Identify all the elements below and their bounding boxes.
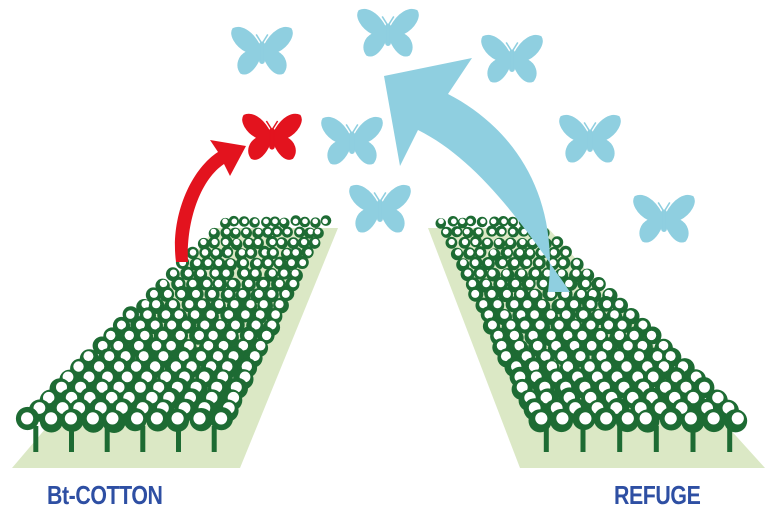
susceptible-butterfly-icon xyxy=(322,117,383,164)
susceptible-butterfly-icon xyxy=(560,115,621,162)
susceptible-butterfly-icon xyxy=(350,185,411,232)
susceptible-butterfly-icon xyxy=(232,27,293,74)
susceptible-butterfly-icon xyxy=(358,9,419,56)
susceptible-butterfly-icon xyxy=(482,35,543,82)
susceptible-butterfly-icon xyxy=(634,195,695,242)
resistant-butterfly-icon xyxy=(243,114,302,159)
bt-cotton-label: Bt-COTTON xyxy=(47,480,163,511)
refuge-label: REFUGE xyxy=(614,480,700,511)
